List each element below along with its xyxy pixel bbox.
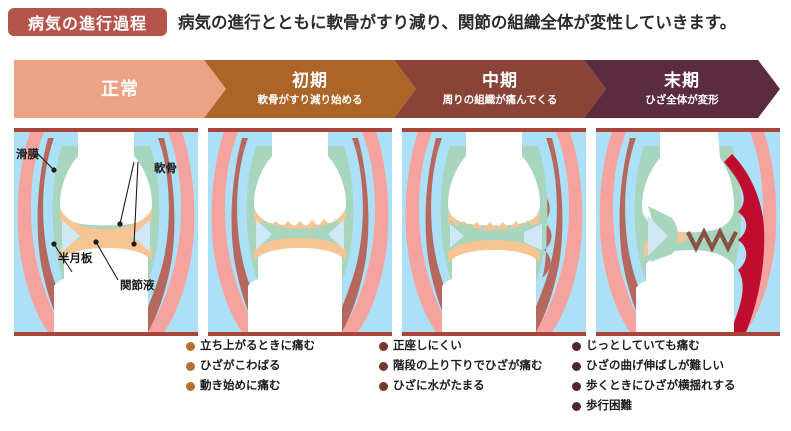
stage-chevron-early[interactable]: 初期 軟骨がすり減り始める <box>204 60 416 118</box>
knee-illustration-early <box>208 132 392 332</box>
symptom-text: 正座しにくい <box>393 340 462 352</box>
panel-bottom-rule <box>596 332 780 336</box>
knee-illustration-late <box>596 132 780 332</box>
symptom-list-early: 立ち上がるときに痛む ひざがこわばる 動き始めに痛む <box>186 340 315 400</box>
stage-chevron-late[interactable]: 末期 ひざ全体が変形 <box>584 60 780 118</box>
knee-panel-early <box>208 128 392 336</box>
knee-panel-late <box>596 128 780 336</box>
knee-illustration-normal <box>14 132 198 332</box>
list-item: 正座しにくい <box>379 340 543 353</box>
panel-top-rule <box>14 128 198 132</box>
panel-top-rule <box>596 128 780 132</box>
stage-sublabel: ひざ全体が変形 <box>645 93 719 106</box>
symptom-text: じっとしていても痛む <box>586 340 700 352</box>
stage-sublabel: 周りの組織が痛んでくる <box>442 93 558 106</box>
bullet-icon <box>379 382 388 392</box>
stage-banner: 正常 初期 軟骨がすり減り始める 中期 周りの組織が痛んでくる 末期 ひざ全体が… <box>14 60 780 118</box>
symptom-text: 歩行困難 <box>586 400 632 413</box>
symptom-text: ひざの曲げ伸ばしが難しい <box>586 360 724 373</box>
knee-panel-middle <box>402 128 586 336</box>
label-synovium: 滑膜 <box>16 149 39 161</box>
label-cartilage: 軟骨 <box>154 163 177 175</box>
panel-bottom-rule <box>208 332 392 336</box>
stage-label: 末期 <box>664 71 700 91</box>
list-item: 立ち上がるときに痛む <box>186 340 315 353</box>
bullet-icon <box>379 362 388 372</box>
list-item: じっとしていても痛む <box>572 340 736 353</box>
header-description: 病気の進行とともに軟骨がすり減り、関節の組織全体が変性していきます。 <box>178 14 737 32</box>
symptom-text: 動き始めに痛む <box>200 380 281 393</box>
list-item: 歩くときにひざが横揺れする <box>572 380 736 393</box>
header: 病気の進行過程 病気の進行とともに軟骨がすり減り、関節の組織全体が変性していきま… <box>0 0 791 46</box>
knee-panel-normal <box>14 128 198 336</box>
panel-bottom-rule <box>14 332 198 336</box>
label-meniscus: 半月板 <box>58 253 93 265</box>
symptom-list-middle: 正座しにくい 階段の上り下りでひざが痛む ひざに水がたまる <box>379 340 543 400</box>
bullet-icon <box>572 362 581 372</box>
knee-diagram-panels: 滑膜 軟骨 半月板 関節液 <box>14 128 780 336</box>
label-joint-fluid: 関節液 <box>120 280 155 292</box>
symptom-text: ひざがこわばる <box>200 360 281 373</box>
bullet-icon <box>572 382 581 392</box>
stage-chevron-middle[interactable]: 中期 周りの組織が痛んでくる <box>394 60 606 118</box>
list-item: 階段の上り下りでひざが痛む <box>379 360 543 373</box>
stage-label: 正常 <box>101 78 139 99</box>
symptom-text: ひざに水がたまる <box>393 380 485 393</box>
symptom-lists: 立ち上がるときに痛む ひざがこわばる 動き始めに痛む 正座しにくい 階段の上り下… <box>0 340 791 431</box>
list-item: 歩行困難 <box>572 400 736 413</box>
stage-sublabel: 軟骨がすり減り始める <box>257 93 363 106</box>
stage-chevron-normal[interactable]: 正常 <box>14 60 226 118</box>
bullet-icon <box>186 342 195 351</box>
symptom-list-late: じっとしていても痛む ひざの曲げ伸ばしが難しい 歩くときにひざが横揺れする 歩行… <box>572 340 736 421</box>
list-item: 動き始めに痛む <box>186 380 315 393</box>
bullet-icon <box>379 342 388 351</box>
bullet-icon <box>572 342 581 351</box>
panel-top-rule <box>208 128 392 132</box>
list-item: ひざがこわばる <box>186 360 315 373</box>
panel-top-rule <box>402 128 586 132</box>
bullet-icon <box>186 362 195 372</box>
symptom-text: 歩くときにひざが横揺れする <box>586 380 736 393</box>
list-item: ひざに水がたまる <box>379 380 543 393</box>
stage-label: 中期 <box>482 71 518 91</box>
knee-illustration-middle <box>402 132 586 332</box>
stage-label: 初期 <box>292 71 328 91</box>
panel-bottom-rule <box>402 332 586 336</box>
bullet-icon <box>186 382 195 392</box>
section-badge: 病気の進行過程 <box>8 8 167 36</box>
symptom-text: 階段の上り下りでひざが痛む <box>393 360 543 373</box>
bullet-icon <box>572 402 581 412</box>
symptom-text: 立ち上がるときに痛む <box>200 340 315 352</box>
list-item: ひざの曲げ伸ばしが難しい <box>572 360 736 373</box>
